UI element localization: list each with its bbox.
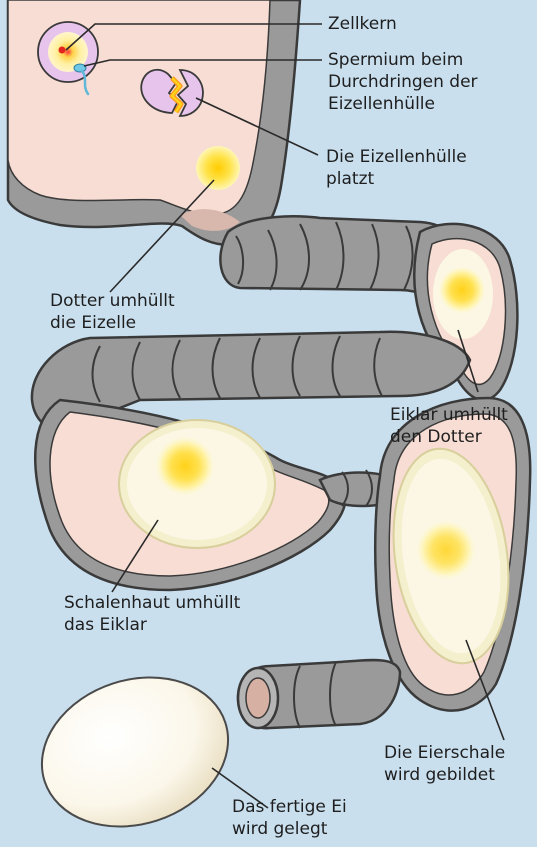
cloaca-tube — [238, 660, 400, 728]
label-gelegt: Das fertige Ei wird gelegt — [232, 796, 347, 840]
yolk-in-infundibulum — [196, 146, 240, 190]
egg-cell — [38, 22, 98, 82]
label-eiklar: Eiklar umhüllt den Dotter — [390, 404, 508, 448]
label-dotter: Dotter umhüllt die Eizelle — [50, 290, 175, 334]
label-zellkern: Zellkern — [328, 13, 397, 35]
label-spermium: Spermium beim Durchdringen der Eizellenh… — [328, 49, 478, 115]
label-schalenhaut: Schalenhaut umhüllt das Eiklar — [64, 592, 240, 636]
finished-egg — [22, 654, 247, 847]
label-platzt: Die Eizellenhülle platzt — [326, 146, 467, 190]
label-eierschale: Die Eierschale wird gebildet — [384, 742, 505, 786]
isthmus-section — [35, 400, 345, 590]
